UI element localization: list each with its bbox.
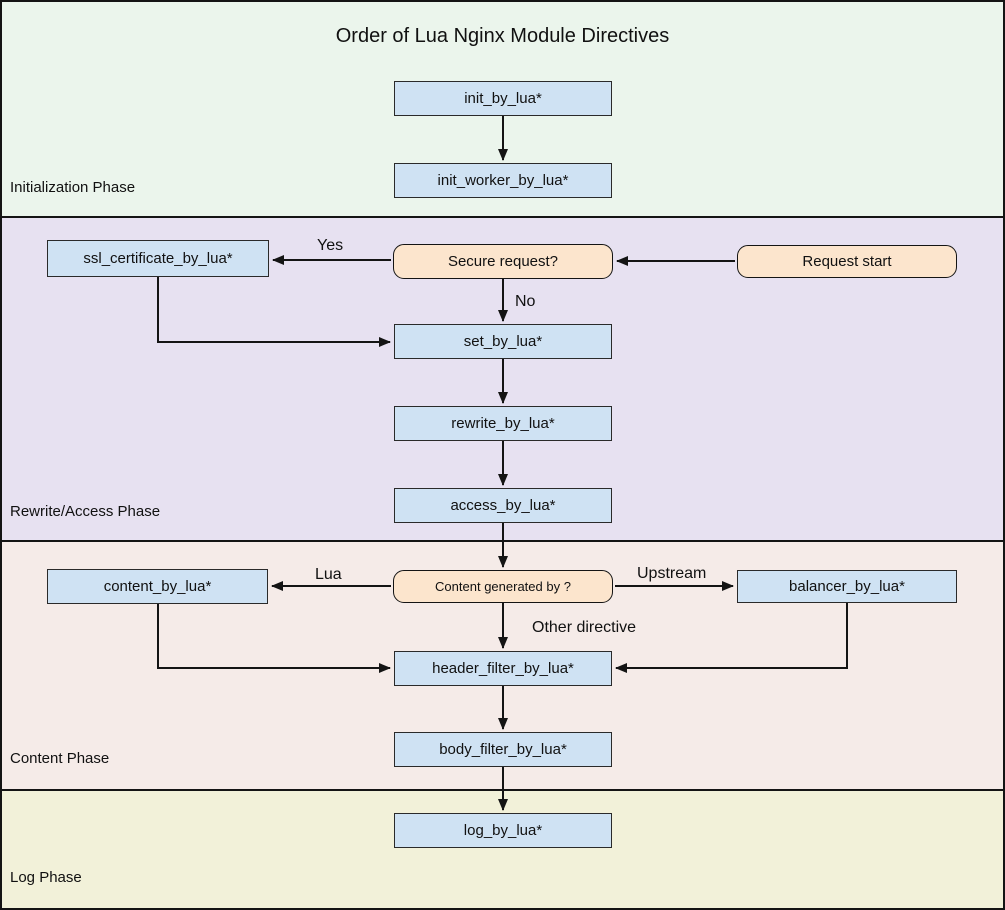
phase-label-log: Log Phase xyxy=(10,869,82,886)
node-body-filter-by-lua: body_filter_by_lua* xyxy=(394,732,612,767)
edge-label-yes: Yes xyxy=(317,237,344,254)
node-request-start: Request start xyxy=(737,245,957,278)
phase-label-initialization: Initialization Phase xyxy=(10,179,136,196)
phase-label-content: Content Phase xyxy=(10,750,110,767)
node-set-by-lua: set_by_lua* xyxy=(394,324,612,359)
node-rewrite-by-lua: rewrite_by_lua* xyxy=(394,406,612,441)
edge-label-upstream: Upstream xyxy=(637,565,707,582)
edge-label-other-directive: Other directive xyxy=(532,619,637,636)
node-content-by-lua: content_by_lua* xyxy=(47,569,268,604)
node-balancer-by-lua: balancer_by_lua* xyxy=(737,570,957,603)
node-ssl-certificate-by-lua: ssl_certificate_by_lua* xyxy=(47,240,269,277)
diagram-title: Order of Lua Nginx Module Directives xyxy=(335,25,670,47)
node-init-by-lua: init_by_lua* xyxy=(394,81,612,116)
edge-label-no: No xyxy=(515,293,536,310)
node-access-by-lua: access_by_lua* xyxy=(394,488,612,523)
edge-label-lua: Lua xyxy=(315,566,342,583)
node-log-by-lua: log_by_lua* xyxy=(394,813,612,848)
node-secure-request-decision: Secure request? xyxy=(393,244,613,279)
phase-label-rewrite-access: Rewrite/Access Phase xyxy=(10,503,161,520)
node-init-worker-by-lua: init_worker_by_lua* xyxy=(394,163,612,198)
node-header-filter-by-lua: header_filter_by_lua* xyxy=(394,651,612,686)
node-content-generated-by-decision: Content generated by ? xyxy=(393,570,613,603)
